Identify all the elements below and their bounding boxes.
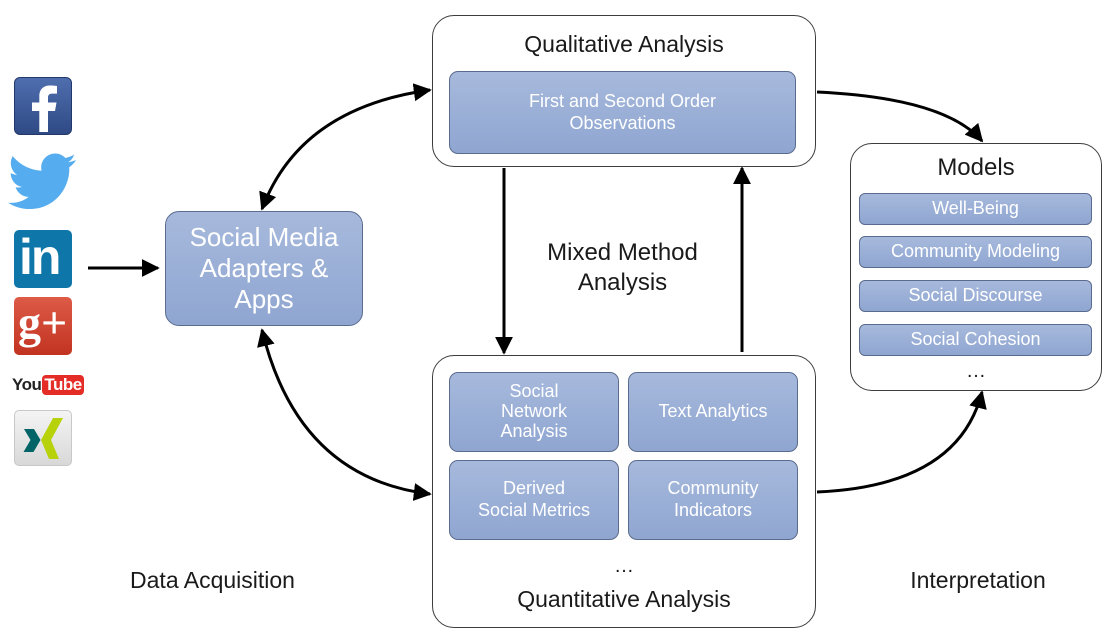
well-being-box: Well-Being xyxy=(859,193,1092,225)
social-media-adapters-label: Social Media Adapters & Apps xyxy=(189,221,339,315)
arrow-adapters-qualitative xyxy=(259,83,432,211)
models-ellipsis: … xyxy=(966,360,986,382)
qualitative-analysis-title: Qualitative Analysis xyxy=(524,31,724,57)
google-plus-text: g+ xyxy=(18,297,68,348)
community-indicators-box: Community Indicators xyxy=(628,460,798,540)
well-being-label: Well-Being xyxy=(932,198,1019,219)
youtube-text-tube: Tube xyxy=(42,375,84,395)
arrow-qualitative-to-models xyxy=(816,90,984,143)
observations-label: First and Second Order Observations xyxy=(528,90,717,133)
observations-box: First and Second Order Observations xyxy=(449,71,796,154)
youtube-text-you: You xyxy=(12,375,42,394)
xing-icon xyxy=(14,410,72,466)
social-cohesion-label: Social Cohesion xyxy=(910,329,1041,350)
social-media-adapters-box: Social Media Adapters & Apps xyxy=(165,211,363,326)
social-discourse-label: Social Discourse xyxy=(908,285,1043,306)
quantitative-analysis-title: Quantitative Analysis xyxy=(517,586,731,612)
arrow-quantitative-to-models xyxy=(816,390,987,494)
social-network-analysis-label: Social Network Analysis xyxy=(500,381,568,441)
youtube-icon: You Tube xyxy=(12,372,84,398)
social-cohesion-box: Social Cohesion xyxy=(859,324,1092,356)
mixed-method-analysis-label: Mixed Method Analysis xyxy=(547,239,698,296)
facebook-icon xyxy=(14,77,72,135)
text-analytics-label: Text Analytics xyxy=(658,401,768,422)
twitter-icon xyxy=(8,152,78,214)
text-analytics-box: Text Analytics xyxy=(628,372,798,452)
interpretation-label: Interpretation xyxy=(910,567,1046,593)
linkedin-icon: in xyxy=(14,230,72,288)
quantitative-ellipsis: … xyxy=(614,555,634,577)
linkedin-text: in xyxy=(19,230,61,285)
derived-social-metrics-box: Derived Social Metrics xyxy=(449,460,619,540)
social-discourse-box: Social Discourse xyxy=(859,280,1092,312)
arrow-adapters-quantitative xyxy=(257,328,432,501)
community-modeling-label: Community Modeling xyxy=(890,241,1061,262)
social-network-analysis-box: Social Network Analysis xyxy=(449,372,619,452)
community-modeling-box: Community Modeling xyxy=(859,236,1092,268)
models-title: Models xyxy=(937,154,1015,181)
google-plus-icon: g+ xyxy=(14,297,72,355)
derived-social-metrics-label: Derived Social Metrics xyxy=(477,478,591,520)
community-indicators-label: Community Indicators xyxy=(667,478,759,520)
data-acquisition-label: Data Acquisition xyxy=(130,567,295,593)
